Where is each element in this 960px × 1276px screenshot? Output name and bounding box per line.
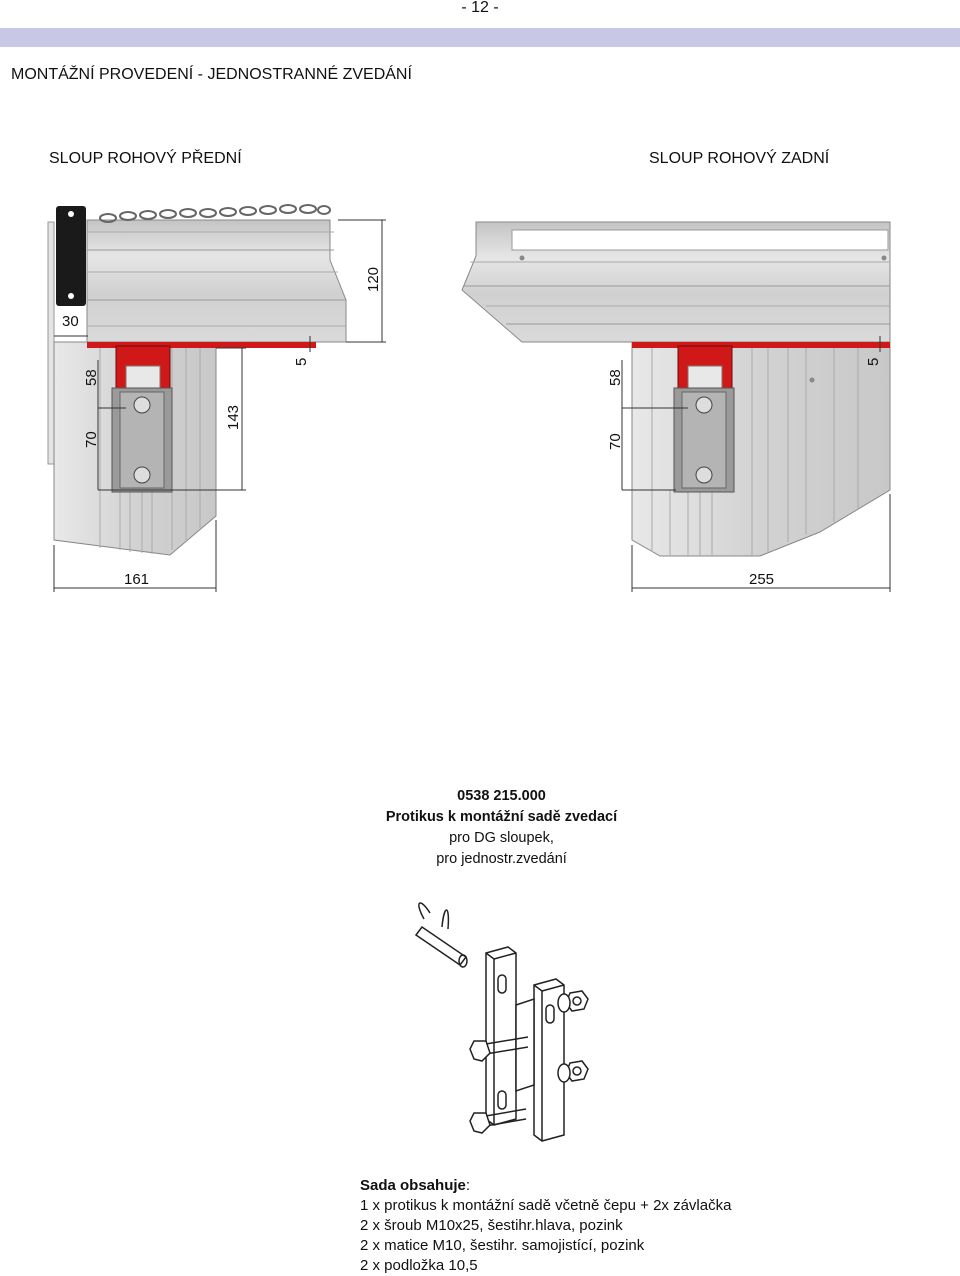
part-desc-1: pro DG sloupek, xyxy=(449,830,554,846)
header-band xyxy=(0,28,960,47)
dim-70: 70 xyxy=(83,431,100,448)
part-number: 0538 215.000 xyxy=(457,788,546,804)
contents-item-3: 2 x matice M10, šestihr. samojistící, po… xyxy=(360,1237,645,1254)
page-number: - 12 - xyxy=(461,0,499,16)
left-corner-post-drawing: 30 120 5 58 70 143 161 xyxy=(47,204,386,592)
part-name: Protikus k montážní sadě zvedací xyxy=(385,809,618,825)
dim-30: 30 xyxy=(62,313,79,330)
kit-contents: Sada obsahuje: 1 x protikus k montážní s… xyxy=(360,1176,731,1276)
contents-colon: : xyxy=(465,1177,471,1194)
dim-143: 143 xyxy=(225,405,242,430)
contents-item-1: 1 x protikus k montážní sadě včetně čepu… xyxy=(360,1197,732,1214)
right-corner-post-drawing: 5 58 70 255 xyxy=(461,221,891,592)
left-view-title: SLOUP ROHOVÝ PŘEDNÍ xyxy=(49,150,242,167)
dim-5-right: 5 xyxy=(865,358,882,366)
part-desc-2: pro jednostr.zvedání xyxy=(436,851,567,867)
contents-label: Sada obsahuje xyxy=(360,1177,466,1194)
dim-58-right: 58 xyxy=(607,369,624,386)
dim-120: 120 xyxy=(365,267,382,292)
dim-255: 255 xyxy=(749,571,774,588)
kit-illustration xyxy=(414,902,589,1142)
dim-5: 5 xyxy=(293,358,310,366)
contents-item-2: 2 x šroub M10x25, šestihr.hlava, pozink xyxy=(360,1217,623,1234)
part-caption: 0538 215.000 Protikus k montážní sadě zv… xyxy=(0,786,960,870)
technical-drawing: 30 120 5 58 70 143 161 xyxy=(47,204,891,592)
dim-58: 58 xyxy=(83,369,100,386)
contents-heading: Sada obsahuje: xyxy=(360,1176,731,1196)
right-view-title: SLOUP ROHOVÝ ZADNÍ xyxy=(649,150,830,167)
dim-70-right: 70 xyxy=(607,433,624,450)
chain-icon xyxy=(99,204,331,223)
section-title: MONTÁŽNÍ PROVEDENÍ - JEDNOSTRANNÉ ZVEDÁN… xyxy=(11,66,412,83)
dim-161: 161 xyxy=(124,571,149,588)
contents-item-4: 2 x podložka 10,5 xyxy=(360,1257,478,1274)
